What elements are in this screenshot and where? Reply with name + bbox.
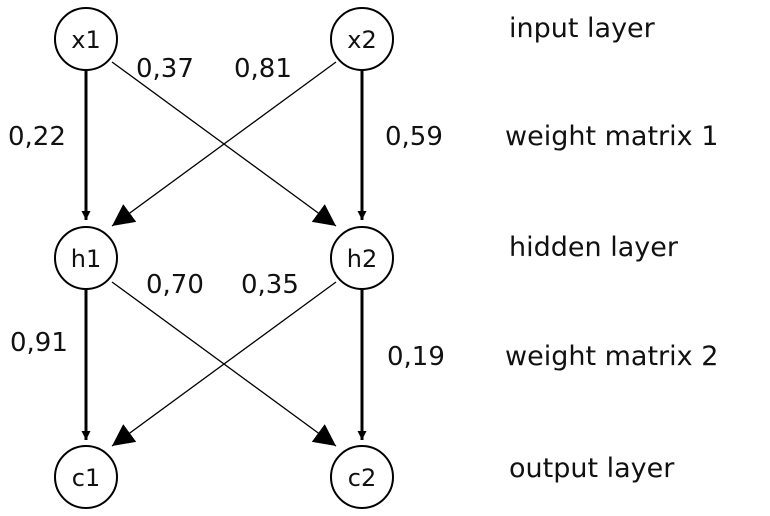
- weight-x2-h1: 0,81: [234, 54, 292, 84]
- node-c2-label: c2: [348, 464, 376, 492]
- weight-x2-h2: 0,59: [385, 122, 443, 152]
- node-c1: c1: [54, 445, 118, 509]
- node-x1-label: x1: [71, 26, 100, 54]
- node-c1-label: c1: [72, 464, 100, 492]
- weight-x1-h2: 0,37: [136, 54, 194, 84]
- edge-h2-c1: [111, 281, 337, 447]
- node-x2-label: x2: [347, 26, 376, 54]
- layer-label-weight-matrix-2: weight matrix 2: [505, 341, 718, 372]
- node-c2: c2: [330, 445, 394, 509]
- layer-label-hidden: hidden layer: [509, 232, 679, 263]
- edge-x2-h1: [111, 61, 337, 227]
- layer-label-weight-matrix-1: weight matrix 1: [505, 121, 718, 152]
- node-h2-label: h2: [347, 245, 377, 273]
- node-h1: h1: [54, 226, 118, 290]
- node-h1-label: h1: [71, 245, 101, 273]
- layer-label-input: input layer: [509, 13, 656, 44]
- weight-x1-h1: 0,22: [8, 122, 66, 152]
- weight-h1-c1: 0,91: [10, 328, 68, 358]
- layer-label-output: output layer: [509, 453, 675, 484]
- node-x1: x1: [54, 7, 118, 71]
- weight-h1-c2: 0,70: [146, 270, 204, 300]
- node-x2: x2: [330, 7, 394, 71]
- weight-h2-c1: 0,35: [241, 270, 299, 300]
- node-h2: h2: [330, 226, 394, 290]
- weight-h2-c2: 0,19: [387, 342, 445, 372]
